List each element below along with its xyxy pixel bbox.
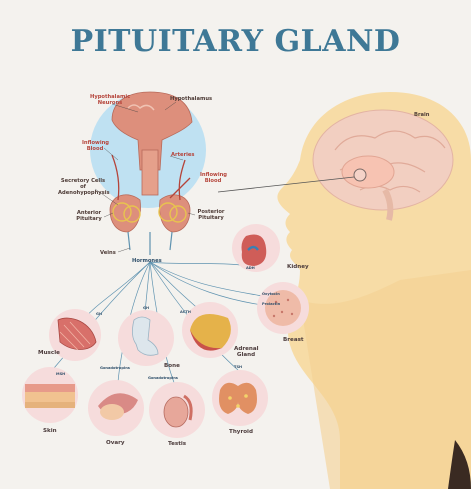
hormone-adh: ADH [246,266,255,270]
secretory-cells-label: Secretory Cells of Adenohypophysis [58,178,108,196]
hormone-acth: ACTH [180,310,191,314]
kidney-label: Kidney [287,264,309,270]
inflowing-blood-left-label: Inflowing Blood [82,140,108,152]
hormone-gh-muscle: GH [96,312,102,316]
hormone-oxytocin: Oxytocin [262,292,280,296]
bone-label: Bone [164,363,180,369]
hormone-gonadotropins-1: Gonadotropins [100,366,130,370]
hypothalamic-neurons-label: Hypothalamic Neurons [90,94,130,106]
skin-label: Skin [43,428,57,434]
pituitary-location-marker [354,169,366,181]
hypothalamus-label: Hypothalamus [170,96,212,102]
ovary-label: Ovary [106,440,125,446]
muscle-label: Muscle [38,350,60,356]
anterior-pituitary-label: Anterior Pituitary [74,210,104,222]
inflowing-blood-right-label: Inflowing Blood [200,172,226,184]
hormone-tsh: TSH [234,365,242,369]
arteries-label: Arteries [171,152,195,158]
thyroid-label: Thyroid [229,429,253,435]
hormone-gh-bone: GH [143,306,149,310]
brain-label: Brain [414,112,429,118]
breast-label: Breast [283,337,304,343]
page-title: PITUITARY GLAND [0,24,471,59]
hormone-msh: MSH [56,372,65,376]
anterior-lobe [110,195,141,232]
adrenal-gland-label: Adrenal Gland [234,346,258,358]
posterior-pituitary-label: Posterior Pituitary [195,209,227,221]
hormone-prolactin: Prolactin [262,302,280,306]
hormone-gonadotropins-2: Gonadotropins [148,376,178,380]
hormones-label: Hormones [132,258,162,264]
veins-label: Veins [100,250,116,256]
testis-label: Testis [168,441,186,447]
